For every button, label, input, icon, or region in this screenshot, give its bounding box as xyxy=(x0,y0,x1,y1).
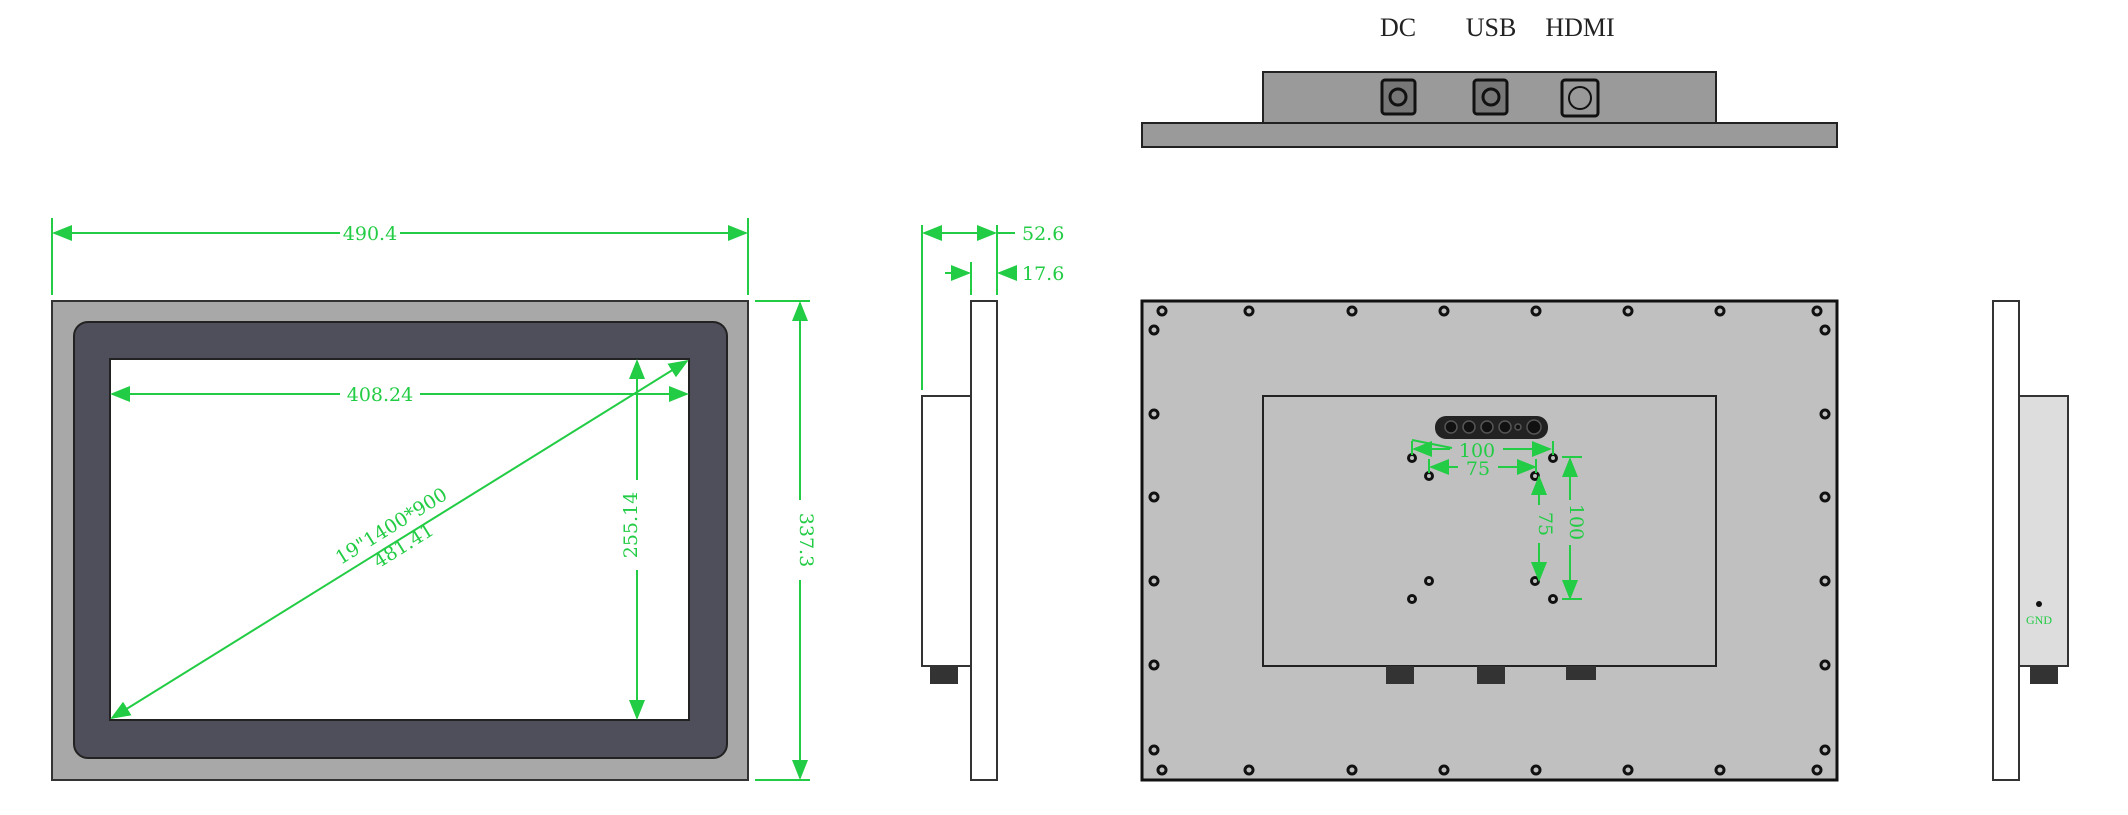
vesa-inner-h-dim: 75 xyxy=(1466,458,1490,480)
panel-thickness-dimension: 17.6 xyxy=(1022,263,1064,285)
screw-hole xyxy=(1346,764,1358,776)
width-dimension: 490.4 xyxy=(343,223,397,245)
screw-hole xyxy=(1819,491,1831,503)
screw-hole xyxy=(1819,408,1831,420)
vesa-outer-v-dim: 100 xyxy=(1565,504,1587,540)
active-width-dimension: 408.24 xyxy=(347,384,413,406)
side-connector xyxy=(930,666,958,684)
screw-hole xyxy=(1148,491,1160,503)
screw-hole xyxy=(1811,764,1823,776)
bottom-connectors xyxy=(1386,666,1596,684)
port-strip-ports xyxy=(1444,419,1542,435)
screw-hole xyxy=(1530,305,1542,317)
back-view: 100 75 75 100 xyxy=(1140,299,1839,782)
right-side-view: GND xyxy=(1992,300,2069,781)
dc-port-icon xyxy=(1380,78,1417,116)
screw-hole xyxy=(1714,305,1726,317)
back-housing xyxy=(1262,395,1717,667)
screw-hole xyxy=(1819,659,1831,671)
screw-hole xyxy=(1346,305,1358,317)
screw-hole xyxy=(1438,305,1450,317)
dc-label: DC xyxy=(1380,13,1416,42)
screw-hole xyxy=(1714,764,1726,776)
screw-hole xyxy=(1156,305,1168,317)
top-view: DC USB HDMI xyxy=(1141,13,1838,148)
screw-hole xyxy=(1438,764,1450,776)
screw-hole xyxy=(1530,764,1542,776)
screw-hole xyxy=(1548,594,1558,604)
right-housing xyxy=(2018,395,2069,667)
usb-label: USB xyxy=(1466,13,1517,42)
depth-dimension: 52.6 xyxy=(1022,223,1064,245)
screw-hole xyxy=(1156,764,1168,776)
right-panel xyxy=(1992,300,2020,781)
screw-hole xyxy=(1148,744,1160,756)
top-panel xyxy=(1141,122,1838,148)
screw-hole xyxy=(1811,305,1823,317)
right-connector xyxy=(2030,666,2058,684)
vesa-outer-h-dim: 100 xyxy=(1459,440,1495,462)
screw-hole xyxy=(1148,575,1160,587)
screw-hole xyxy=(1148,659,1160,671)
gnd-label: GND xyxy=(2026,613,2052,627)
screw-hole xyxy=(1622,764,1634,776)
screw-hole xyxy=(1819,324,1831,336)
usb-port-icon xyxy=(1472,78,1509,116)
vesa-inner-v-dim: 75 xyxy=(1534,512,1556,536)
screw-hole xyxy=(1243,305,1255,317)
hdmi-port-icon xyxy=(1560,78,1600,118)
active-height-dimension: 255.14 xyxy=(620,492,642,558)
hdmi-label: HDMI xyxy=(1545,13,1614,42)
screw-hole xyxy=(1407,594,1417,604)
screw-hole xyxy=(1424,576,1434,586)
screw-hole xyxy=(1819,744,1831,756)
screw-hole xyxy=(1148,324,1160,336)
gnd-terminal xyxy=(2036,601,2042,607)
screw-hole xyxy=(1819,575,1831,587)
front-view: 490.4 337.3 408.24 255.14 19"1400*900 48… xyxy=(51,218,817,781)
side-panel xyxy=(970,300,998,781)
screw-hole xyxy=(1148,408,1160,420)
height-dimension: 337.3 xyxy=(795,513,817,567)
side-housing xyxy=(921,395,972,667)
screw-hole xyxy=(1243,764,1255,776)
edge-screws xyxy=(1148,305,1831,776)
side-view: 52.6 17.6 xyxy=(921,223,1064,781)
screw-hole xyxy=(1622,305,1634,317)
